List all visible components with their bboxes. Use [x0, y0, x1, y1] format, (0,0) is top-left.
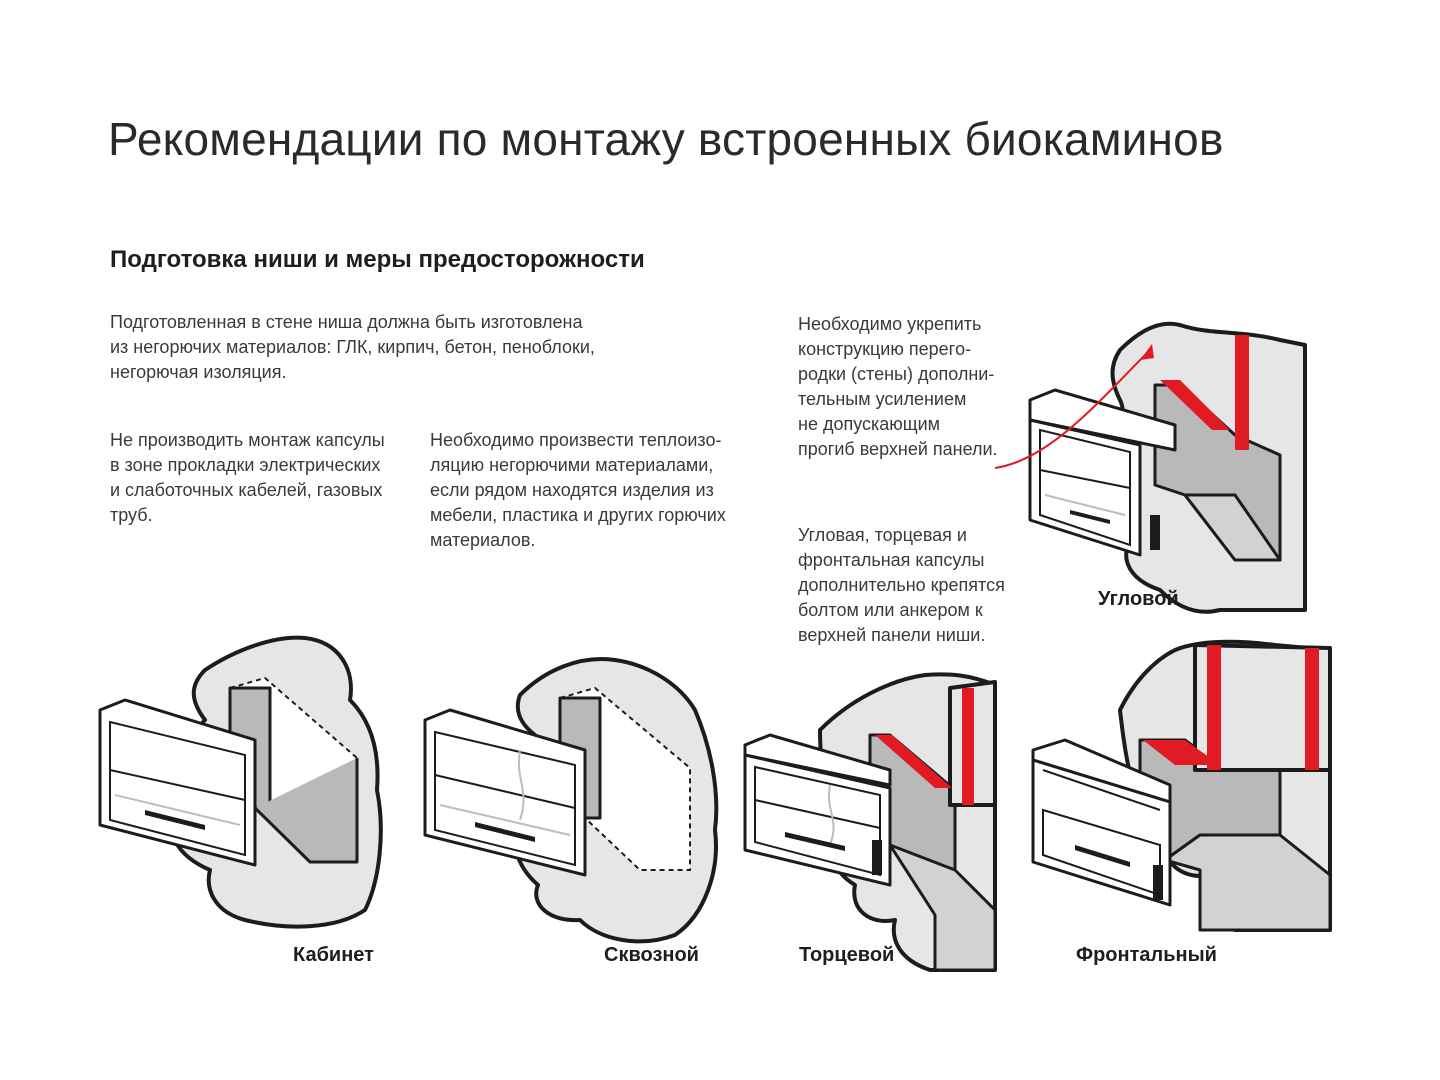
cabinet-illustration	[98, 635, 383, 929]
materials-text: Подготовленная в стене ниша должна быть …	[110, 312, 595, 382]
end-illustration	[743, 672, 997, 972]
insulation-text: Необходимо произвести теплоизо- ляцию не…	[430, 430, 726, 550]
section-heading: Подготовка ниши и меры предосторожности	[110, 246, 645, 273]
through-illustration	[423, 657, 719, 944]
front-label: Фронтальный	[1076, 944, 1217, 966]
page-title: Рекомендации по монтажу встроенных биока…	[108, 113, 1224, 165]
reinforce-text: Необходимо укрепить конструкцию перегo- …	[798, 314, 998, 459]
cables-warning-text: Не производить монтаж капсулы в зоне про…	[110, 430, 385, 525]
front-illustration	[1031, 639, 1332, 932]
corner-illustration	[994, 321, 1307, 614]
end-label: Торцевой	[799, 944, 895, 966]
mounting-text: Угловая, торцевая и фронтальная капсулы …	[798, 525, 1005, 645]
corner-label: Угловой	[1098, 588, 1179, 610]
through-label: Сквозной	[604, 944, 699, 966]
cabinet-label: Кабинет	[293, 944, 374, 966]
